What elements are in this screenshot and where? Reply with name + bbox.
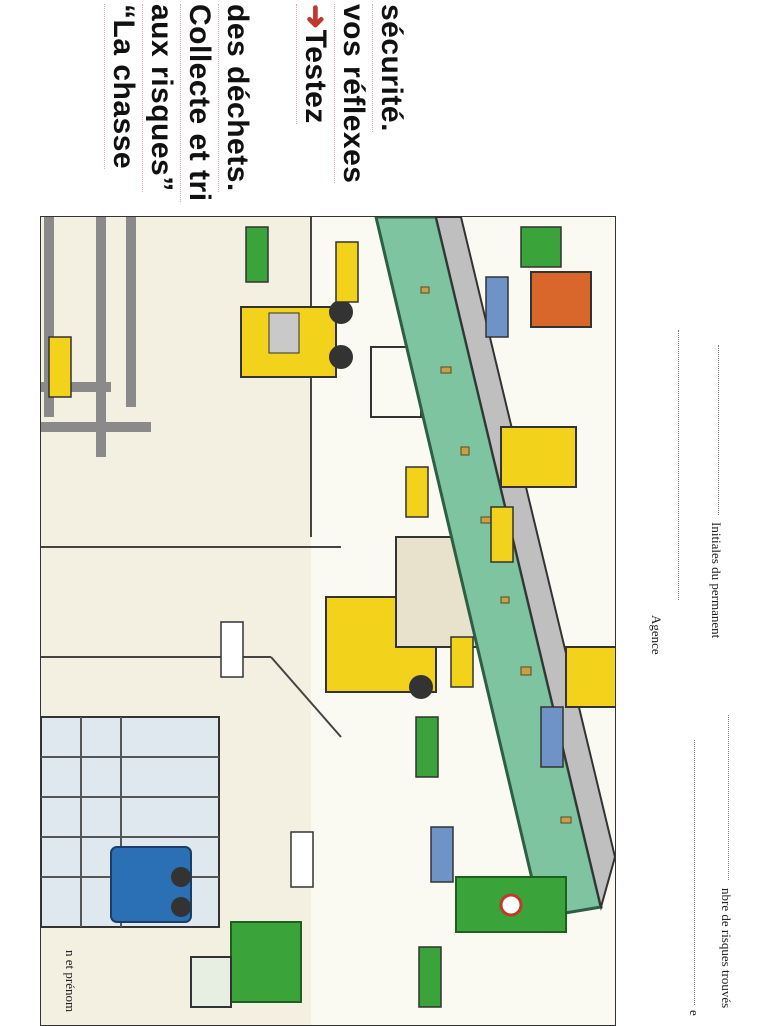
name-label: n et prénom: [63, 950, 78, 1013]
date-label: e: [687, 1010, 702, 1016]
arrow-right-icon: ➜: [299, 4, 332, 30]
risks-found-field[interactable]: [728, 715, 729, 880]
illustration-frame: [40, 216, 616, 1026]
initials-label: Initiales du permanent: [709, 522, 724, 639]
risks-found-label: nbre de risques trouvés: [719, 888, 734, 1009]
forklift-top: [240, 300, 353, 378]
headline-line-4: des déchets.: [218, 4, 254, 192]
headline-line-7: sécurité.: [372, 4, 408, 132]
workers: [48, 241, 514, 688]
headline-line-6: vos réflexes: [334, 4, 370, 184]
agency-label: Agence: [649, 615, 664, 655]
initials-field[interactable]: [718, 345, 719, 515]
headline-line-2: aux risques”: [142, 4, 178, 192]
headline-line-5: ➜Testez: [296, 4, 333, 124]
agency-field[interactable]: [678, 330, 679, 600]
yellow-bin: [500, 426, 577, 488]
date-field[interactable]: [694, 740, 695, 1005]
waste-sorting-illustration: [41, 217, 615, 1025]
headline-line-5-text: Testez: [299, 29, 332, 124]
green-bin: [230, 921, 302, 1003]
headline-block: “La chasse aux risques” Collecte et tri …: [100, 0, 430, 210]
headline-line-3: Collecte et tri: [180, 4, 216, 202]
headline-line-1: “La chasse: [104, 4, 140, 170]
blue-truck: [110, 846, 192, 923]
